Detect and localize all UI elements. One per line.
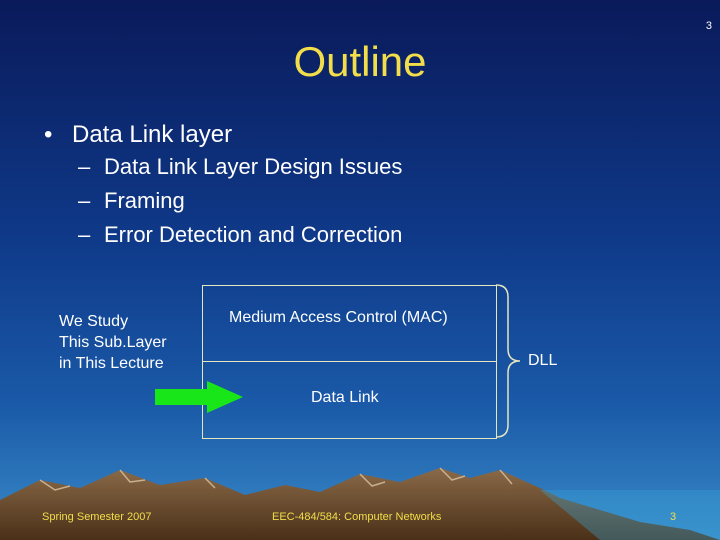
study-note-line: We Study (59, 313, 129, 330)
sub-bullet-item: –Framing (78, 184, 402, 218)
bullet-text: Data Link layer (72, 121, 233, 148)
footer-slide-number: 3 (670, 511, 677, 523)
sub-bullet-text: Framing (104, 188, 185, 213)
dll-brace-icon (495, 284, 521, 438)
dll-label: DLL (528, 352, 558, 369)
sub-bullet-text: Data Link Layer Design Issues (104, 154, 403, 179)
sub-bullet-text: Error Detection and Correction (104, 222, 403, 247)
green-arrow-icon (155, 381, 243, 413)
bullet-item: • Data Link layer (44, 120, 402, 150)
slide-number-top: 3 (705, 20, 712, 32)
slide-title: Outline (293, 38, 427, 85)
sub-bullet-item: –Data Link Layer Design Issues (78, 150, 402, 184)
dash-icon: – (78, 222, 91, 247)
footer-course: EEC-484/584: Computer Networks (272, 511, 442, 523)
study-note: We Study This Sub.Layer in This Lecture (59, 311, 167, 374)
dll-box (202, 285, 497, 439)
study-note-line: This Sub.Layer (59, 334, 167, 351)
study-note-line: in This Lecture (59, 355, 164, 372)
mountains-icon (0, 467, 720, 540)
dash-icon: – (78, 154, 91, 179)
sub-bullet-item: –Error Detection and Correction (78, 218, 402, 252)
bullet-dot-icon: • (44, 121, 53, 148)
dash-icon: – (78, 188, 91, 213)
bullet-list: •Data Link layer –Data Link Layer Design… (44, 120, 402, 252)
data-link-label: Data Link (311, 389, 379, 406)
mac-label: Medium Access Control (MAC) (229, 309, 448, 326)
sublayer-divider (203, 361, 496, 362)
footer-date: Spring Semester 2007 (42, 511, 152, 523)
